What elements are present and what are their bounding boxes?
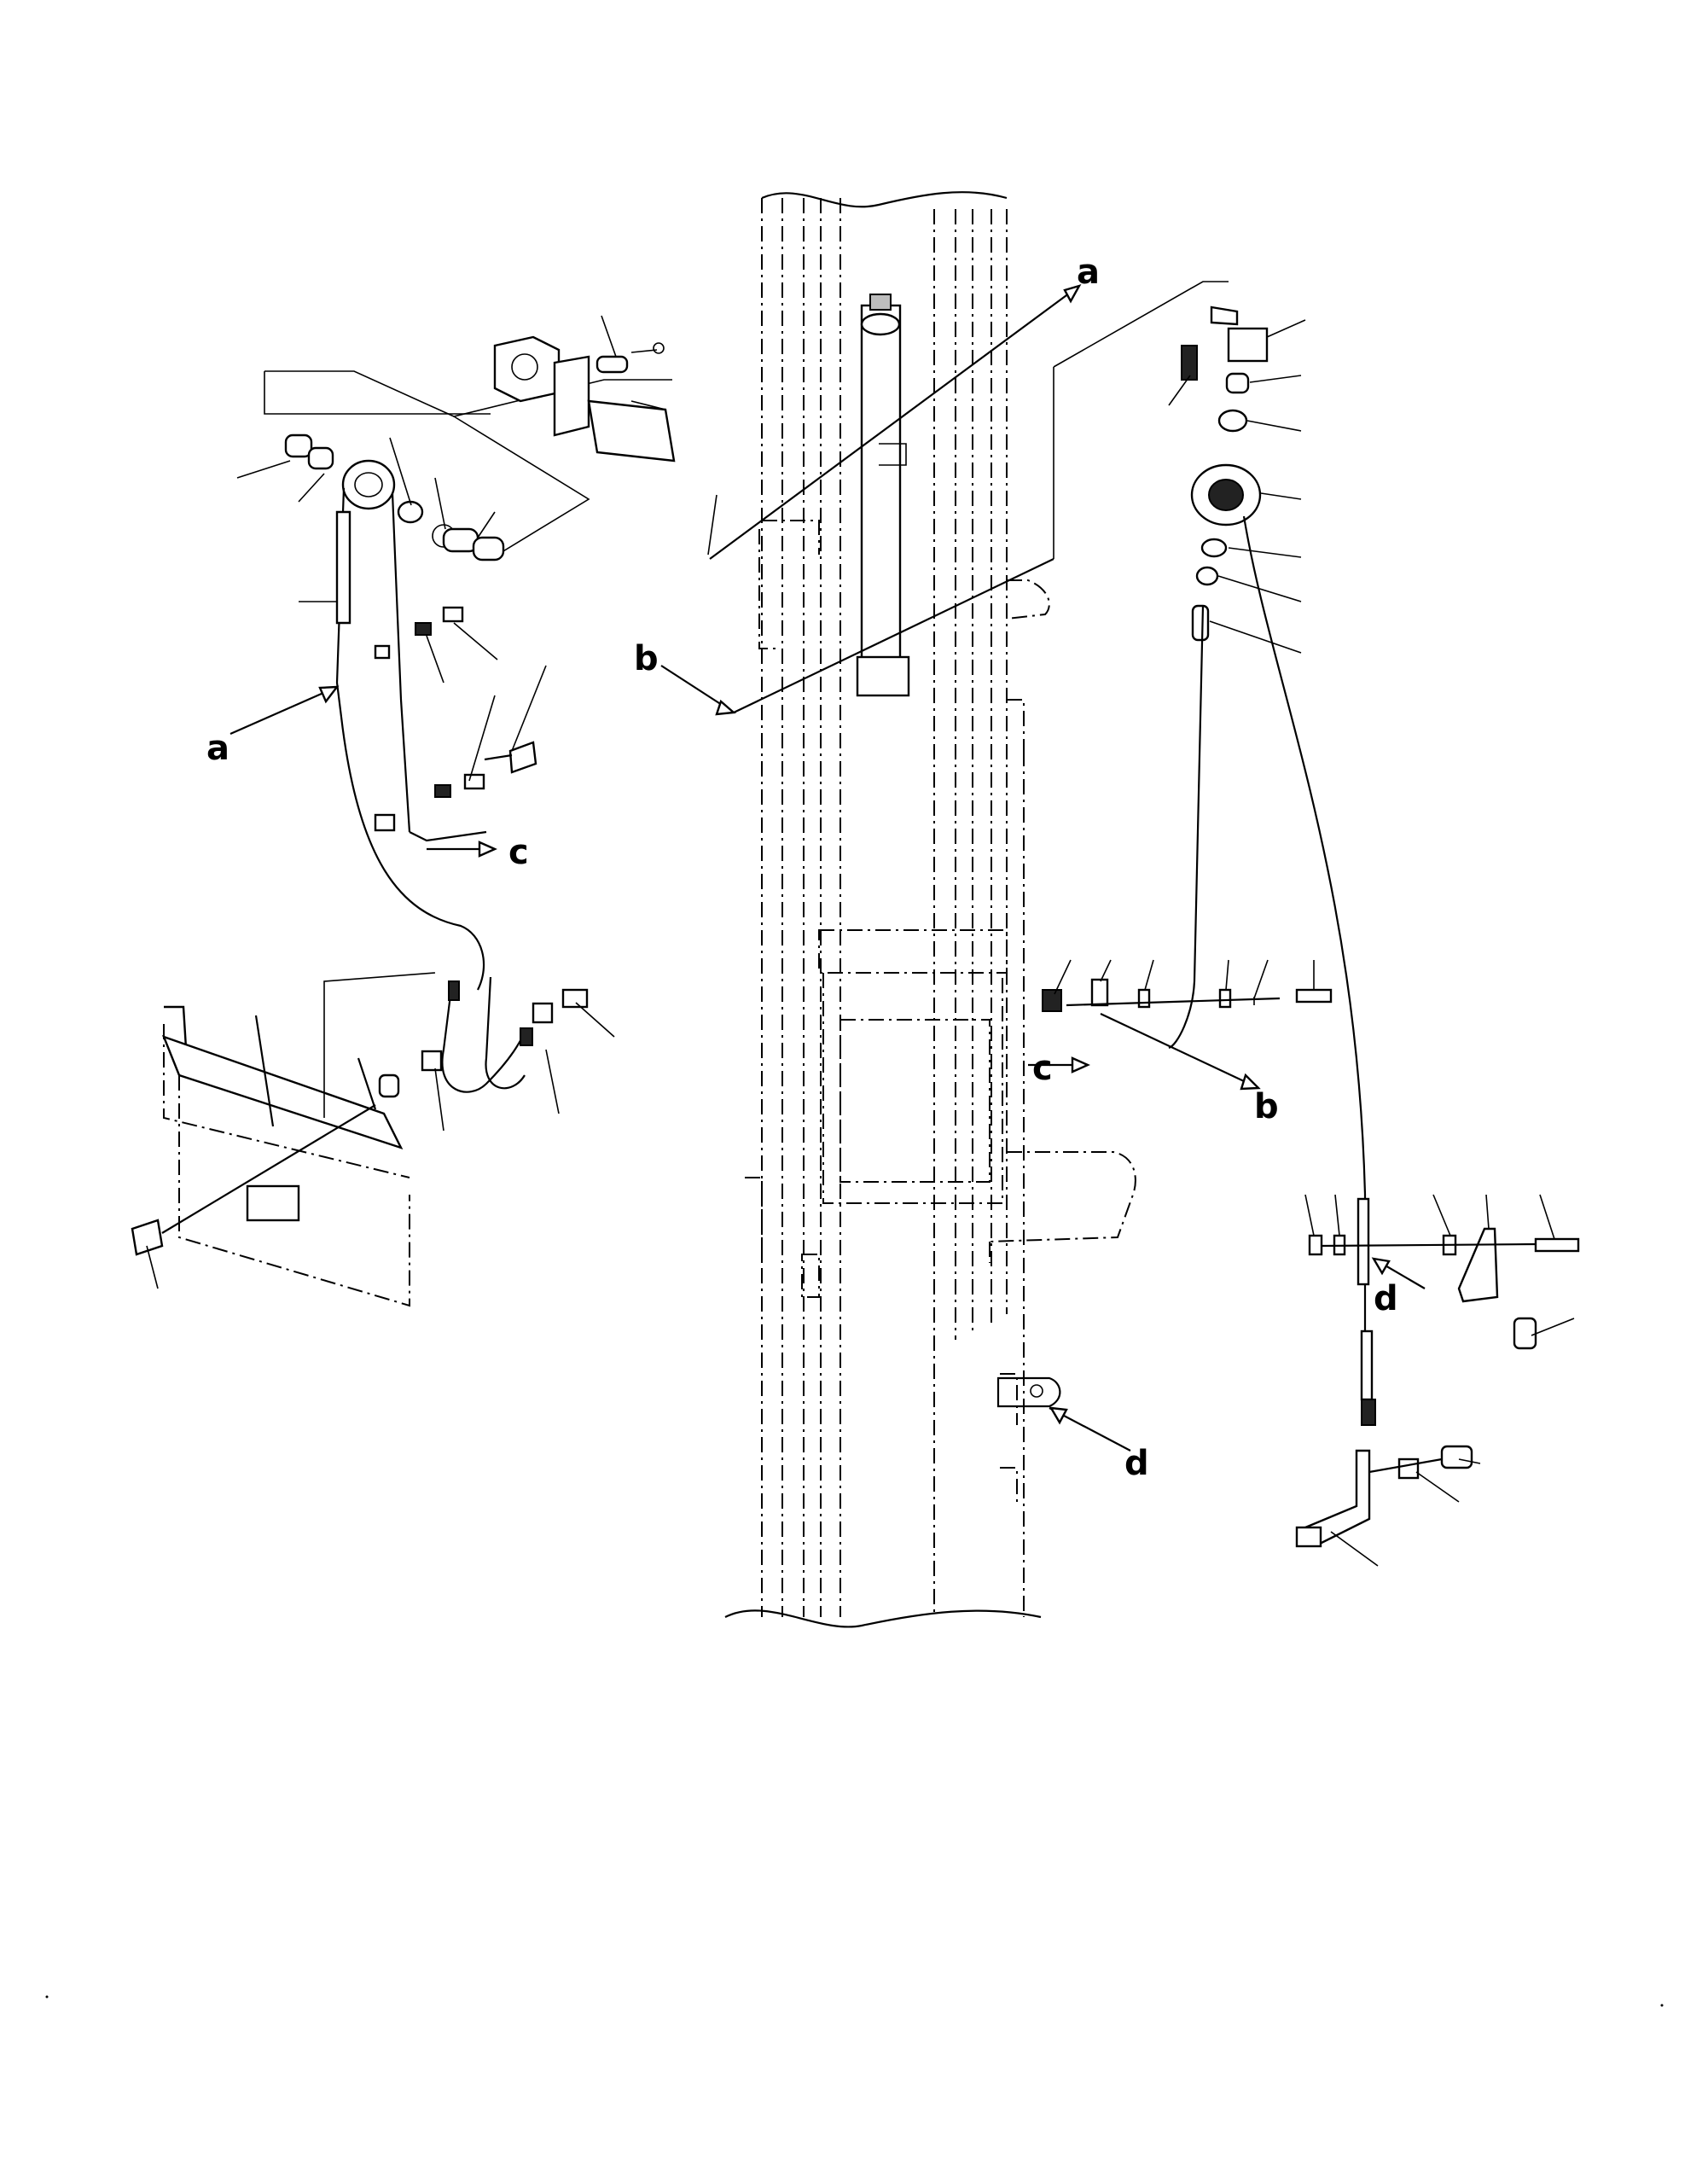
view-label-a-left: a — [206, 729, 229, 768]
scan-speck-right — [1660, 2004, 1664, 2007]
scan-speck-left — [45, 1995, 49, 1999]
view-label-group: a a b b c c d d — [206, 253, 1398, 1483]
view-label-c-right: c — [1032, 1049, 1053, 1088]
view-label-a-top: a — [1077, 253, 1100, 292]
view-label-d-right: d — [1374, 1279, 1398, 1318]
reference-arrows — [229, 284, 1426, 1452]
mast-assembly — [724, 191, 1136, 1628]
view-label-b-left: b — [634, 639, 659, 678]
view-label-d-center: d — [1124, 1444, 1149, 1483]
chain-sheave-assembly — [131, 335, 676, 1307]
view-label-c-left: c — [508, 833, 529, 872]
upper-sheave-hose-assembly — [1042, 281, 1580, 1548]
lift-cylinder — [856, 294, 910, 697]
view-label-b-right: b — [1254, 1087, 1279, 1126]
leader-lines — [146, 315, 1575, 1567]
